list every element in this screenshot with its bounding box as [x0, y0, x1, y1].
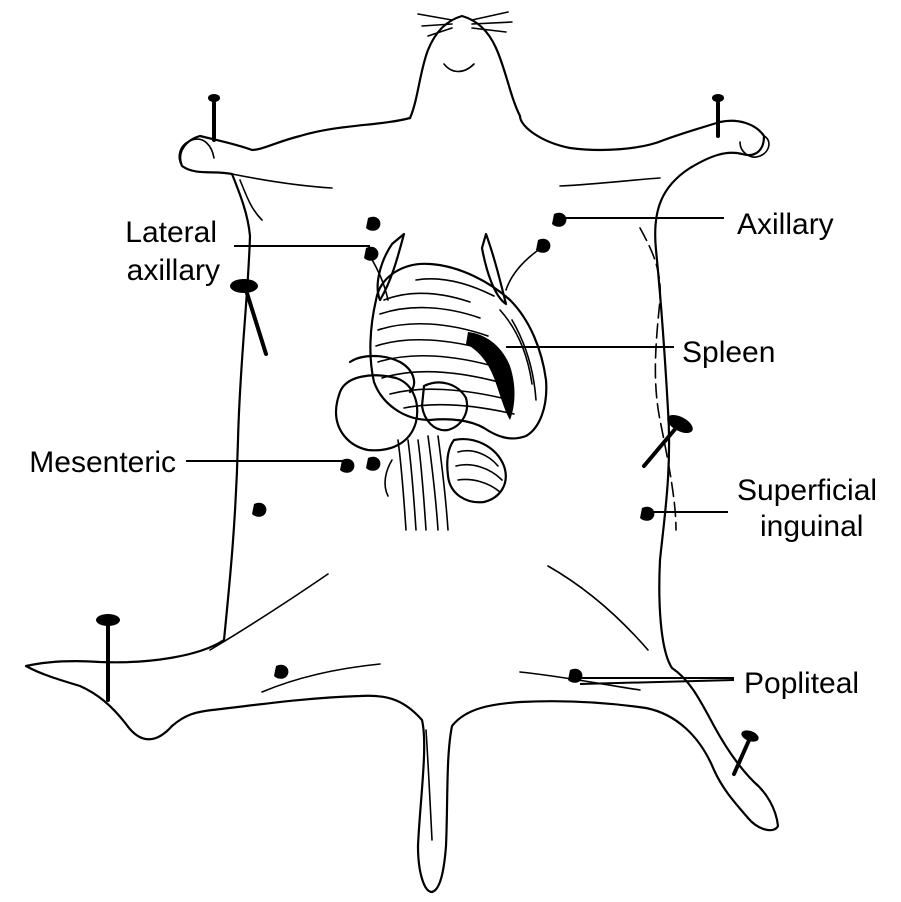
whiskers-right [472, 12, 512, 32]
left-flank-line [240, 180, 262, 220]
lateral-axillary-node-upper [366, 217, 380, 231]
right-fat-pad [482, 234, 506, 304]
pin-right-forelimb [712, 94, 724, 136]
leader-popliteal-second [580, 680, 734, 684]
label-axillary: Axillary [737, 208, 834, 241]
intestine-mass [370, 264, 546, 439]
right-vessel [506, 246, 544, 290]
axillary-node-lower [536, 239, 550, 253]
left-shoulder-line [232, 174, 332, 188]
internal-organs [336, 234, 546, 530]
left-forepaw [179, 139, 214, 166]
cecum-stripes [456, 451, 502, 492]
right-flank-cut [640, 228, 676, 530]
label-lateral-axillary-line2: axillary [127, 254, 220, 287]
mouth [444, 64, 474, 72]
superficial-inguinal-node-right [640, 507, 654, 521]
lymph-nodes [252, 213, 654, 683]
whiskers-left [418, 14, 452, 36]
label-spleen: Spleen [682, 336, 775, 369]
left-fat-pad [378, 234, 404, 300]
right-shoulder-line [560, 178, 660, 186]
pin-left-forelimb [208, 94, 220, 140]
pin-right-hindlimb [734, 728, 760, 774]
dissection-pins [96, 94, 760, 774]
axillary-node-upper [552, 213, 566, 227]
tail-inner [426, 730, 432, 840]
pin-left-hindlimb [96, 614, 120, 700]
pin-left-chest [230, 279, 266, 354]
label-popliteal: Popliteal [744, 667, 859, 700]
lateral-axillary-node [364, 247, 378, 261]
label-lateral-axillary-line1: Lateral [125, 216, 217, 249]
popliteal-node-right [568, 669, 582, 683]
cecum [447, 439, 506, 502]
mesenteric-node-right [366, 457, 380, 471]
colon-strands [385, 436, 448, 530]
superficial-inguinal-node-left [252, 503, 266, 517]
label-mesenteric: Mesenteric [29, 446, 176, 479]
label-superficial-inguinal-line2: inguinal [760, 510, 863, 543]
right-hip-line [548, 566, 648, 650]
label-superficial-inguinal-line1: Superficial [737, 474, 877, 507]
popliteal-node-left [274, 665, 288, 679]
